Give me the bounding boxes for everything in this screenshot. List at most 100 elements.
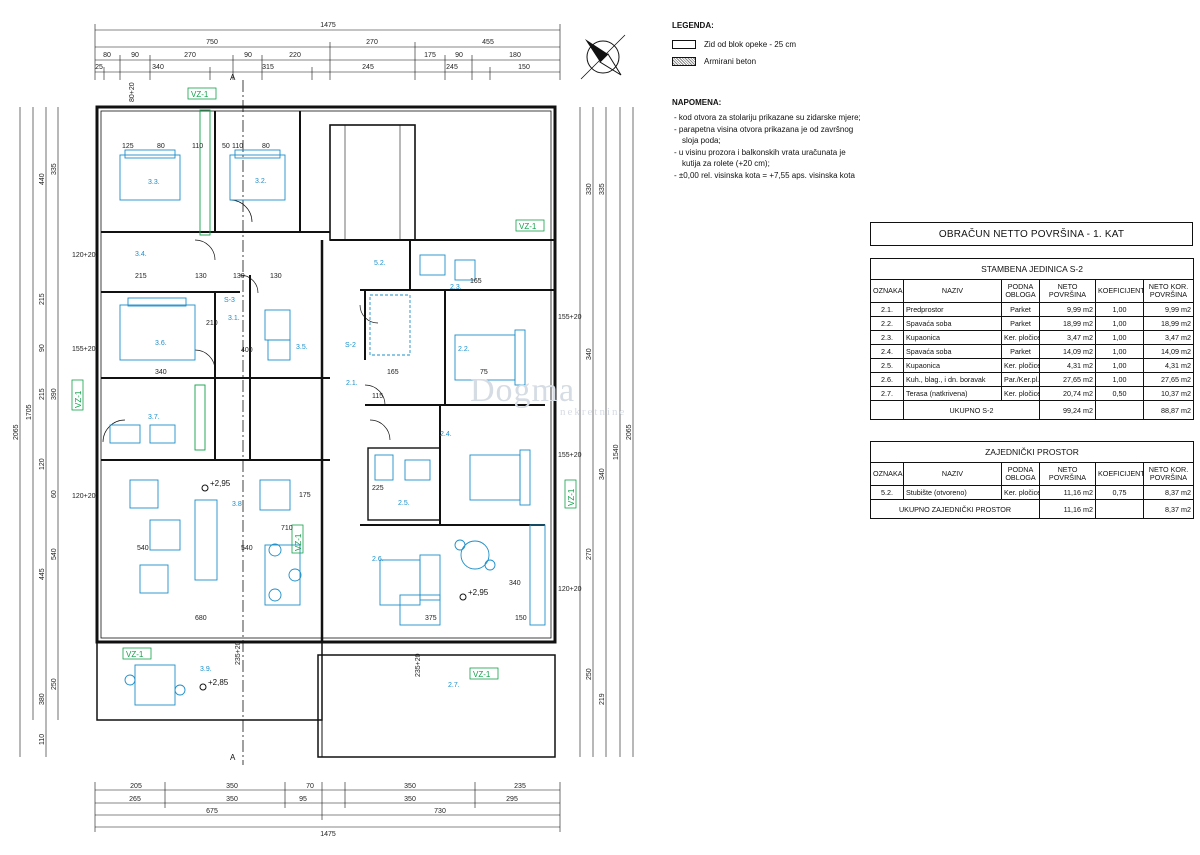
inner-dim: 150 xyxy=(515,615,527,622)
table-cell: 2.6. xyxy=(870,372,904,387)
dim-top: 150 xyxy=(518,64,530,71)
table-cell: 3,47 m2 xyxy=(1039,330,1096,345)
window-label: 235+20 xyxy=(235,641,242,665)
dim-top-total: 1475 xyxy=(320,22,336,29)
dim-top: 245 xyxy=(446,64,458,71)
room-label: 3.1. xyxy=(228,315,240,322)
table-total-row: UKUPNO ZAJEDNIČKI PROSTOR 11,16 m2 8,37 … xyxy=(870,499,1195,519)
table-cell: 2.2. xyxy=(870,316,904,331)
inner-dim: 540 xyxy=(241,545,253,552)
unit-label: S-3 xyxy=(224,297,235,304)
note-item: - u visinu prozora i balkonskih vrata ur… xyxy=(674,148,846,168)
right-dimension-values: 2065 1540 330 340 340 270 250 219 335 xyxy=(586,183,633,705)
section-marker-bottom: A xyxy=(230,753,236,762)
table-cell: Ker. pločice xyxy=(1001,386,1040,401)
legend: LEGENDA: Zid od blok opeke - 25 cm Armir… xyxy=(672,20,862,182)
dim-right: 270 xyxy=(586,548,593,560)
table-cell: 27,65 m2 xyxy=(1143,372,1194,387)
unit-label: S-2 xyxy=(345,342,356,349)
section-marker-top: A xyxy=(230,73,236,82)
level-mark: +2,85 xyxy=(208,678,229,687)
room-label: 2.3. xyxy=(450,284,462,291)
inner-dim: 130 xyxy=(270,273,282,280)
table-cell: 2.4. xyxy=(870,344,904,359)
note-item: - ±0,00 rel. visinska kota = +7,55 aps. … xyxy=(674,171,855,180)
note-item: - kod otvora za stolariju prikazane su z… xyxy=(674,113,861,122)
dim-left: 250 xyxy=(51,678,58,690)
unit-table-wrap: STAMBENA JEDINICA S-2 OZNAKA NAZIV PODNA… xyxy=(870,258,1194,420)
level-marks: +2,95 +2,95 +2,85 xyxy=(199,479,489,691)
common-area-table: ZAJEDNIČKI PROSTOR OZNAKA NAZIV PODNA OB… xyxy=(869,441,1195,519)
inner-dim: 125 xyxy=(122,143,134,150)
legend-title: LEGENDA: xyxy=(672,21,714,30)
room-label: 2.7. xyxy=(448,682,460,689)
inner-dim: 375 xyxy=(425,615,437,622)
bottom-dimension-lines xyxy=(94,782,561,832)
table-cell: Kupaonica xyxy=(903,358,1002,373)
room-label: 2.2. xyxy=(458,346,470,353)
window-label: 155+20 xyxy=(72,346,96,353)
window-label: 235+20 xyxy=(415,653,422,677)
dim-bottom-total: 1475 xyxy=(320,831,336,838)
table-cell: 1,00 xyxy=(1095,358,1144,373)
dim-top: 25 xyxy=(95,64,103,71)
window-label: 155+20 xyxy=(558,452,582,459)
table-header: OZNAKA NAZIV PODNA OBLOGA NETO POVRŠINA … xyxy=(870,279,1194,303)
top-dimension-lines xyxy=(94,24,561,80)
note-item: - parapetna visina otvora prikazana je o… xyxy=(674,125,854,145)
inner-dim: 165 xyxy=(470,278,482,285)
table-cell: 0,75 xyxy=(1095,485,1144,500)
inner-dim: 540 xyxy=(137,545,149,552)
table-cell: 1,00 xyxy=(1095,302,1144,317)
inner-dimensions: 125 80 110 50 110 80 215 130 130 130 340… xyxy=(122,143,527,622)
dim-left: 215 xyxy=(39,388,46,400)
table-cell: 4,31 m2 xyxy=(1143,358,1194,373)
dim-right: 1540 xyxy=(613,444,620,460)
inner-dim: 215 xyxy=(135,273,147,280)
table-cell: Kuh., blag., i dn. boravak xyxy=(903,372,1002,387)
dim-left: 440 xyxy=(39,173,46,185)
table-cell: 14,09 m2 xyxy=(1143,344,1194,359)
dim-top: 80 xyxy=(103,52,111,59)
inner-dim: 225 xyxy=(372,485,384,492)
inner-dim: 75 xyxy=(480,369,488,376)
bottom-dimension-values: 205 350 70 350 235 265 350 95 350 295 67… xyxy=(129,783,526,838)
inner-dim: 110 xyxy=(192,143,203,150)
table-cell: Predprostor xyxy=(903,302,1002,317)
dim-top: 455 xyxy=(482,39,494,46)
inner-dim: 175 xyxy=(299,492,311,499)
dim-top: 90 xyxy=(455,52,463,59)
table-cell: 14,09 m2 xyxy=(1039,344,1096,359)
inner-dim: 50 xyxy=(222,143,230,150)
table-cell: 1,00 xyxy=(1095,344,1144,359)
table-cell: 18,99 m2 xyxy=(1143,316,1194,331)
dim-left: 120 xyxy=(39,458,46,470)
dim-left: 540 xyxy=(51,548,58,560)
room-label: 3.8. xyxy=(232,501,244,508)
side-dimension-lines xyxy=(19,107,634,757)
dim-left: 215 xyxy=(39,293,46,305)
dim-bottom: 205 xyxy=(130,783,142,790)
table-cell: 8,37 m2 xyxy=(1142,485,1195,500)
dim-bottom: 350 xyxy=(404,796,416,803)
room-label: 2.6. xyxy=(372,556,384,563)
calc-title: OBRAČUN NETTO POVRŠINA - 1. KAT xyxy=(870,222,1193,246)
legend-item: Armirani beton xyxy=(672,56,862,67)
inner-dim: 340 xyxy=(509,580,521,587)
level-mark: +2,95 xyxy=(468,588,489,597)
vz-marks: VZ-1 VZ-1 VZ-1 VZ-1 VZ-1 VZ-1 VZ-1 xyxy=(71,87,577,680)
vz-mark: VZ-1 xyxy=(567,488,576,506)
table-cell: Ker. pločice xyxy=(1001,485,1040,500)
room-label: 3.6. xyxy=(155,340,167,347)
table-cell: Ker. pločice xyxy=(1001,330,1040,345)
table-total-row: UKUPNO S-2 99,24 m2 88,87 m2 xyxy=(870,400,1194,420)
dim-left: 390 xyxy=(51,388,58,400)
table-cell: Spavaća soba xyxy=(903,344,1002,359)
inner-dim: 80 xyxy=(157,143,165,150)
table-cell: 9,99 m2 xyxy=(1039,302,1096,317)
table-header: OZNAKA NAZIV PODNA OBLOGA NETO POVRŠINA … xyxy=(870,462,1195,486)
table-cell: 1,00 xyxy=(1095,372,1144,387)
dim-top: 340 xyxy=(152,64,164,71)
dim-bottom: 730 xyxy=(434,808,446,815)
